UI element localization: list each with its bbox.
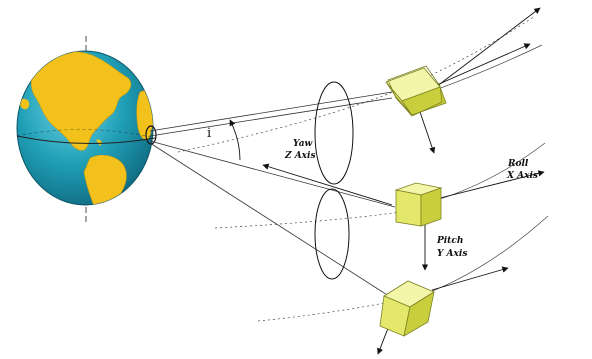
pitch-label: Pitch <box>436 236 463 246</box>
roll-axis-label: X Axis <box>506 171 538 181</box>
roll-label: Roll <box>507 159 529 169</box>
inclination-label: i <box>207 126 211 141</box>
pitch-cone-ellipse <box>314 188 350 280</box>
earth-globe-icon <box>16 36 157 224</box>
yaw-axis-label: Z Axis <box>284 151 316 161</box>
inclination-angle-arc <box>229 119 241 161</box>
line-of-sight-lines <box>149 91 396 299</box>
yaw-label: Yaw <box>293 139 313 149</box>
satellite-middle-icon <box>394 182 443 227</box>
equator-line <box>16 135 156 144</box>
satellite-bottom-icon <box>379 280 435 337</box>
orbit-paths <box>177 15 549 322</box>
pitch-axis-label: Y Axis <box>437 249 467 259</box>
satellite-top-icon <box>385 65 447 117</box>
yaw-cone-ellipse <box>314 81 354 185</box>
